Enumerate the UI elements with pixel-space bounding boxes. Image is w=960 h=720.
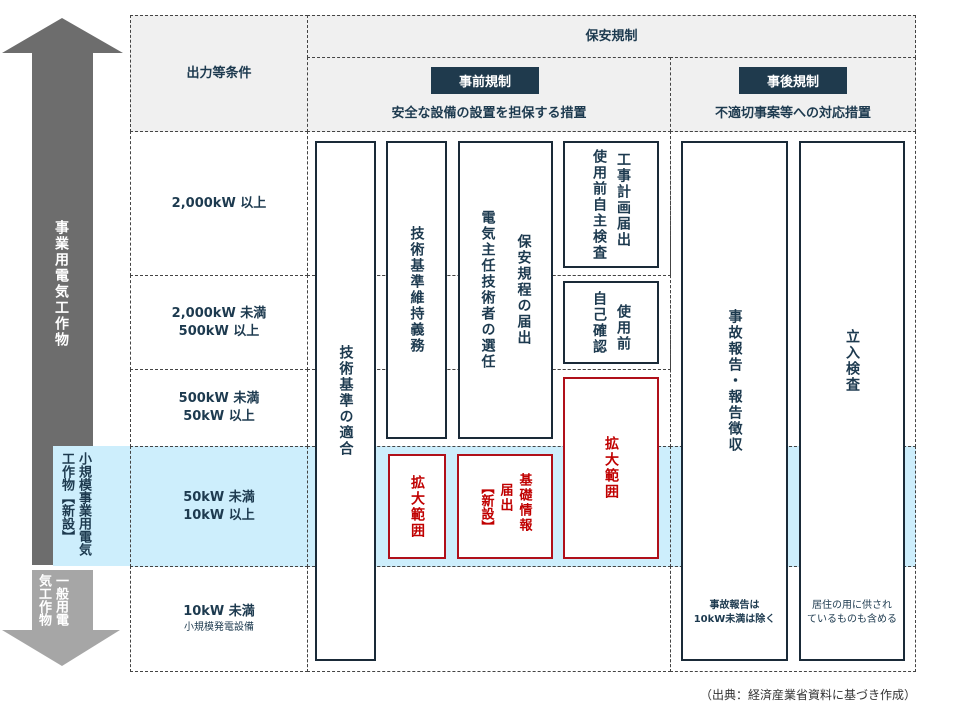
row-condition: 2,000kW 以上 xyxy=(130,131,308,276)
grid-cell xyxy=(670,566,916,672)
inspection-box: 立入検査 居住の用に供されているものも含める xyxy=(799,141,905,661)
condition-header: 出力等条件 xyxy=(130,15,308,132)
tech-maintenance-box: 技術基準維持義務 xyxy=(386,141,447,439)
business-label: 事業用電気工作物 xyxy=(53,220,69,348)
chief-engineer-box: 保安規程の届出電気主任技術者の選任 xyxy=(458,141,553,439)
post-badge: 事後規制 xyxy=(739,67,847,94)
general-label: 一般用電気工作物 xyxy=(36,574,68,626)
up-arrow-icon xyxy=(2,18,123,666)
basic-info-box: 基礎情報届出【新設】 xyxy=(457,454,553,559)
construction-plan-box: 工事計画届出使用前自主検査 xyxy=(563,141,659,268)
pre-use-check-box: 使用前自己確認 xyxy=(563,281,659,364)
post-desc: 不適切事案等への対応措置 xyxy=(714,106,871,121)
row-condition: 10kW 未満小規模発電設備 xyxy=(130,566,308,672)
tech-conformity-box: 技術基準の適合 xyxy=(315,141,376,661)
small-band-left xyxy=(53,446,133,566)
pre-desc: 安全な設備の設置を担保する措置 xyxy=(391,106,587,121)
source-note: （出典：経済産業省資料に基づき作成） xyxy=(699,688,916,702)
expanded-scope-box: 拡大範囲 xyxy=(563,377,659,559)
small-business-label: 小規模事業用電気工作物【新設】 xyxy=(59,452,91,556)
safety-header: 保安規制 xyxy=(307,15,916,58)
pre-badge: 事前規制 xyxy=(431,67,539,94)
expanded-scope-box: 拡大範囲 xyxy=(388,454,446,559)
